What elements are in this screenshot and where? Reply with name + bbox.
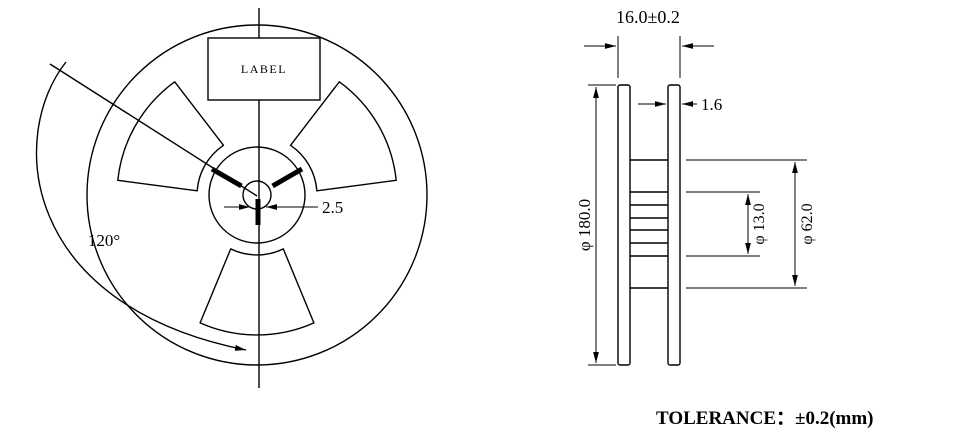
side-view-dimensions	[584, 36, 807, 366]
flange-thickness-dim-label: 1.6	[701, 95, 722, 114]
slot-width-dim-label: 2.5	[322, 198, 343, 217]
spoke-cutout-upper-right	[274, 75, 408, 219]
outer-diameter-dim-label: φ 180.0	[575, 199, 594, 251]
front-view	[35, 8, 428, 388]
right-flange	[667, 84, 681, 366]
spoke-cutout-bottom	[199, 248, 315, 336]
hub-slot-left-mark	[210, 166, 243, 189]
tolerance-note: TOLERANCE：±0.2(mm)	[656, 408, 874, 429]
spoke-cutout-upper-left	[106, 75, 240, 219]
hub-diameter-dim-label: φ 62.0	[799, 203, 816, 244]
left-flange	[617, 84, 631, 366]
angle-arc	[35, 61, 247, 351]
reel-outer-circle	[86, 24, 428, 366]
diagram-labels: LABEL 120° 2.5 16.0±0.2 1.6 φ 180.0 φ 13…	[88, 7, 874, 429]
reel-hub-circle	[208, 146, 306, 244]
overall-width-dim-label: 16.0±0.2	[616, 7, 680, 27]
hub-slot-right-mark	[271, 166, 304, 189]
angle-dim-label: 120°	[88, 231, 120, 250]
label-box	[207, 37, 321, 101]
side-view	[617, 84, 681, 366]
reel-label-text: LABEL	[241, 62, 287, 76]
bore-diameter-dim-label: φ 13.0	[751, 203, 768, 244]
